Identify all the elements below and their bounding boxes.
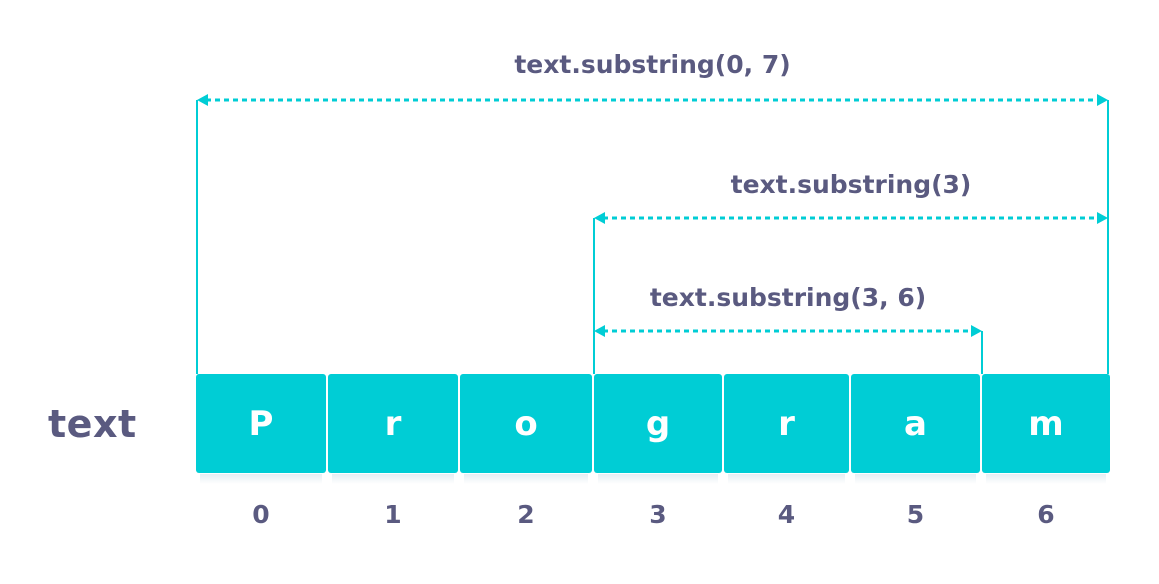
cell-shadow [200, 474, 322, 484]
cell-shadow [464, 474, 588, 484]
cell-shadow [986, 474, 1106, 484]
cell-shadow [332, 474, 454, 484]
cell-shadow [728, 474, 845, 484]
char-cell: o [460, 374, 592, 473]
range-arrowhead-right [1097, 94, 1108, 106]
index-label: 5 [906, 500, 925, 529]
range-arrowhead-right [971, 325, 982, 337]
range-label: text.substring(3, 6) [649, 283, 927, 312]
range-arrowhead-left [594, 325, 605, 337]
range-arrowhead-left [594, 212, 605, 224]
index-label: 1 [384, 500, 402, 529]
char-cell: P [196, 374, 326, 473]
variable-name-label: text [48, 402, 137, 446]
char-cell: g [594, 374, 722, 473]
range-arrowhead-left [197, 94, 208, 106]
index-label: 3 [649, 500, 667, 529]
range-label: text.substring(3) [730, 170, 972, 199]
index-label: 6 [1037, 500, 1055, 529]
index-label: 0 [252, 500, 270, 529]
char-cell: a [851, 374, 980, 473]
range-arrowhead-right [1097, 212, 1108, 224]
char-cell: r [328, 374, 458, 473]
index-label: 2 [517, 500, 535, 529]
char-cell: r [724, 374, 849, 473]
cell-shadow [598, 474, 718, 484]
cell-shadow [855, 474, 976, 484]
range-label: text.substring(0, 7) [514, 50, 791, 79]
index-label: 4 [777, 500, 796, 529]
char-cell: m [982, 374, 1110, 473]
